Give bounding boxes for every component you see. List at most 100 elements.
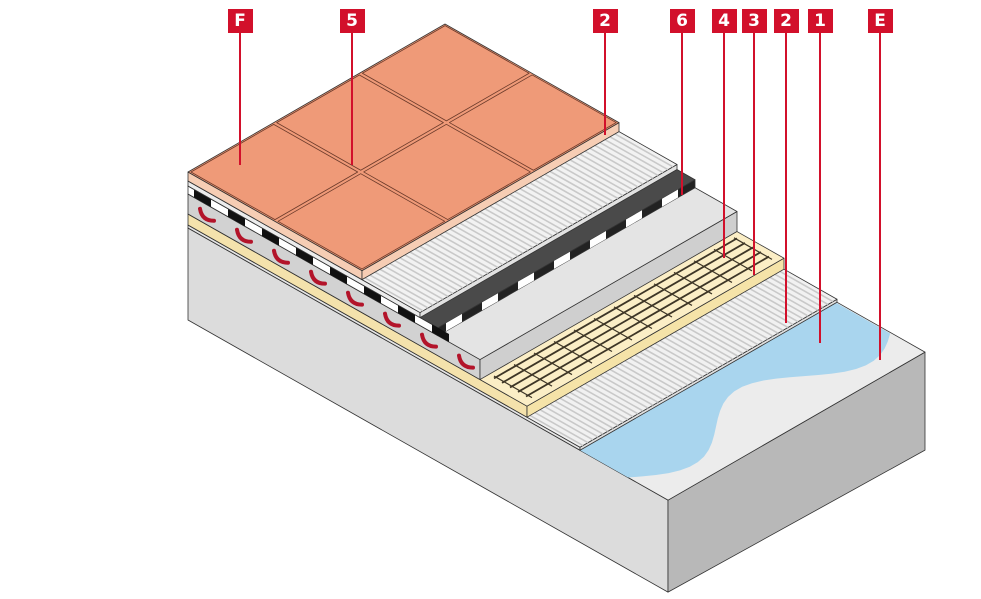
rib-line	[424, 242, 484, 277]
heating-pipe-icon	[235, 227, 253, 244]
rib-line	[554, 167, 614, 203]
rib-line	[389, 262, 449, 298]
rib-line	[579, 385, 634, 418]
heating-pipe-icon	[383, 311, 401, 328]
rib-line	[574, 156, 634, 191]
heating-pipe-icon	[272, 248, 290, 265]
rib-line	[539, 176, 599, 211]
membrane-side-block	[398, 305, 415, 323]
rib-line	[639, 351, 694, 383]
rib-line	[694, 319, 749, 352]
rib-line	[429, 239, 489, 275]
rib-line	[544, 406, 599, 438]
membrane-front-block	[554, 251, 570, 269]
rib-line	[599, 374, 654, 406]
membrane-side-block	[432, 324, 449, 342]
rib-line	[469, 216, 529, 252]
membrane-side-block	[296, 247, 313, 265]
label-insulation-board: 3	[741, 9, 767, 33]
rib-line	[684, 325, 739, 357]
rib-line	[474, 213, 534, 249]
rib-line	[569, 159, 629, 194]
mesh-tie	[533, 352, 573, 376]
mesh-tie	[693, 260, 733, 283]
rib-line	[734, 296, 789, 329]
rib-line	[669, 334, 724, 366]
rib-line	[559, 397, 614, 429]
rib-line	[384, 265, 444, 300]
rib-line	[399, 257, 459, 292]
rib-line	[764, 279, 819, 311]
rib-line	[374, 271, 434, 306]
heating-pipe-icon	[420, 332, 438, 349]
membrane-front-block	[626, 210, 642, 228]
rib-line	[504, 196, 564, 231]
membrane-side-block	[194, 189, 211, 208]
rib-line	[779, 270, 834, 303]
rib-line	[404, 254, 464, 289]
heating-pipe-icon	[198, 206, 216, 223]
rib-line	[719, 305, 774, 337]
rib-line	[529, 414, 584, 447]
label-primer: 1	[807, 9, 833, 33]
rib-line	[529, 182, 589, 217]
rib-line	[714, 308, 769, 340]
rib-line	[619, 362, 674, 395]
rib-line	[629, 357, 684, 389]
rib-line	[439, 234, 499, 269]
membrane-side-block	[262, 227, 279, 246]
heating-pipe-icon	[346, 290, 364, 307]
mesh-tie	[493, 375, 533, 399]
rib-line	[489, 205, 549, 240]
rib-line	[449, 228, 509, 263]
rib-line	[534, 179, 594, 214]
rib-line	[519, 187, 579, 223]
rib-line	[549, 170, 609, 205]
rib-line	[609, 136, 669, 171]
rib-line	[584, 150, 644, 185]
rib-line	[589, 147, 649, 182]
mesh-tie	[573, 329, 613, 353]
rib-line	[554, 400, 609, 432]
label-concrete-slab: E	[867, 9, 893, 33]
rib-line	[584, 383, 639, 415]
rib-line	[769, 276, 824, 308]
rib-line	[739, 293, 794, 326]
rib-line	[574, 388, 629, 421]
rib-line	[444, 231, 504, 266]
heating-pipe-icon	[309, 269, 327, 286]
rib-line	[559, 164, 619, 200]
rib-line	[464, 219, 524, 254]
mesh-tie	[673, 271, 713, 295]
rib-line	[624, 360, 679, 392]
rib-line	[579, 153, 639, 188]
tile	[276, 74, 444, 171]
heating-pipe-icon	[457, 353, 475, 370]
rib-line	[704, 313, 759, 346]
primer-layer	[580, 293, 891, 478]
rib-line	[549, 403, 604, 435]
rib-line	[534, 411, 589, 444]
mesh-tie	[653, 283, 693, 306]
rib-line	[689, 322, 744, 355]
membrane-side-block	[330, 266, 347, 285]
rib-line	[509, 193, 569, 228]
label-grout-joint: 5	[339, 9, 365, 33]
rib-line	[544, 173, 604, 208]
rib-line	[454, 225, 514, 260]
rib-line	[539, 409, 594, 441]
rib-line	[729, 299, 784, 332]
tile-layer-top	[187, 23, 620, 272]
rib-line	[609, 368, 664, 401]
label-membrane: 6	[669, 9, 695, 33]
membrane-side-block	[228, 208, 245, 227]
mesh-tie	[553, 340, 593, 364]
label-lower-ribbed-adhesive: 2	[773, 9, 799, 33]
membrane-front-block	[482, 293, 498, 311]
rib-line	[434, 236, 494, 272]
rib-line	[484, 208, 544, 243]
rib-line	[664, 337, 719, 369]
rib-line	[479, 210, 539, 246]
rib-line	[599, 141, 659, 177]
